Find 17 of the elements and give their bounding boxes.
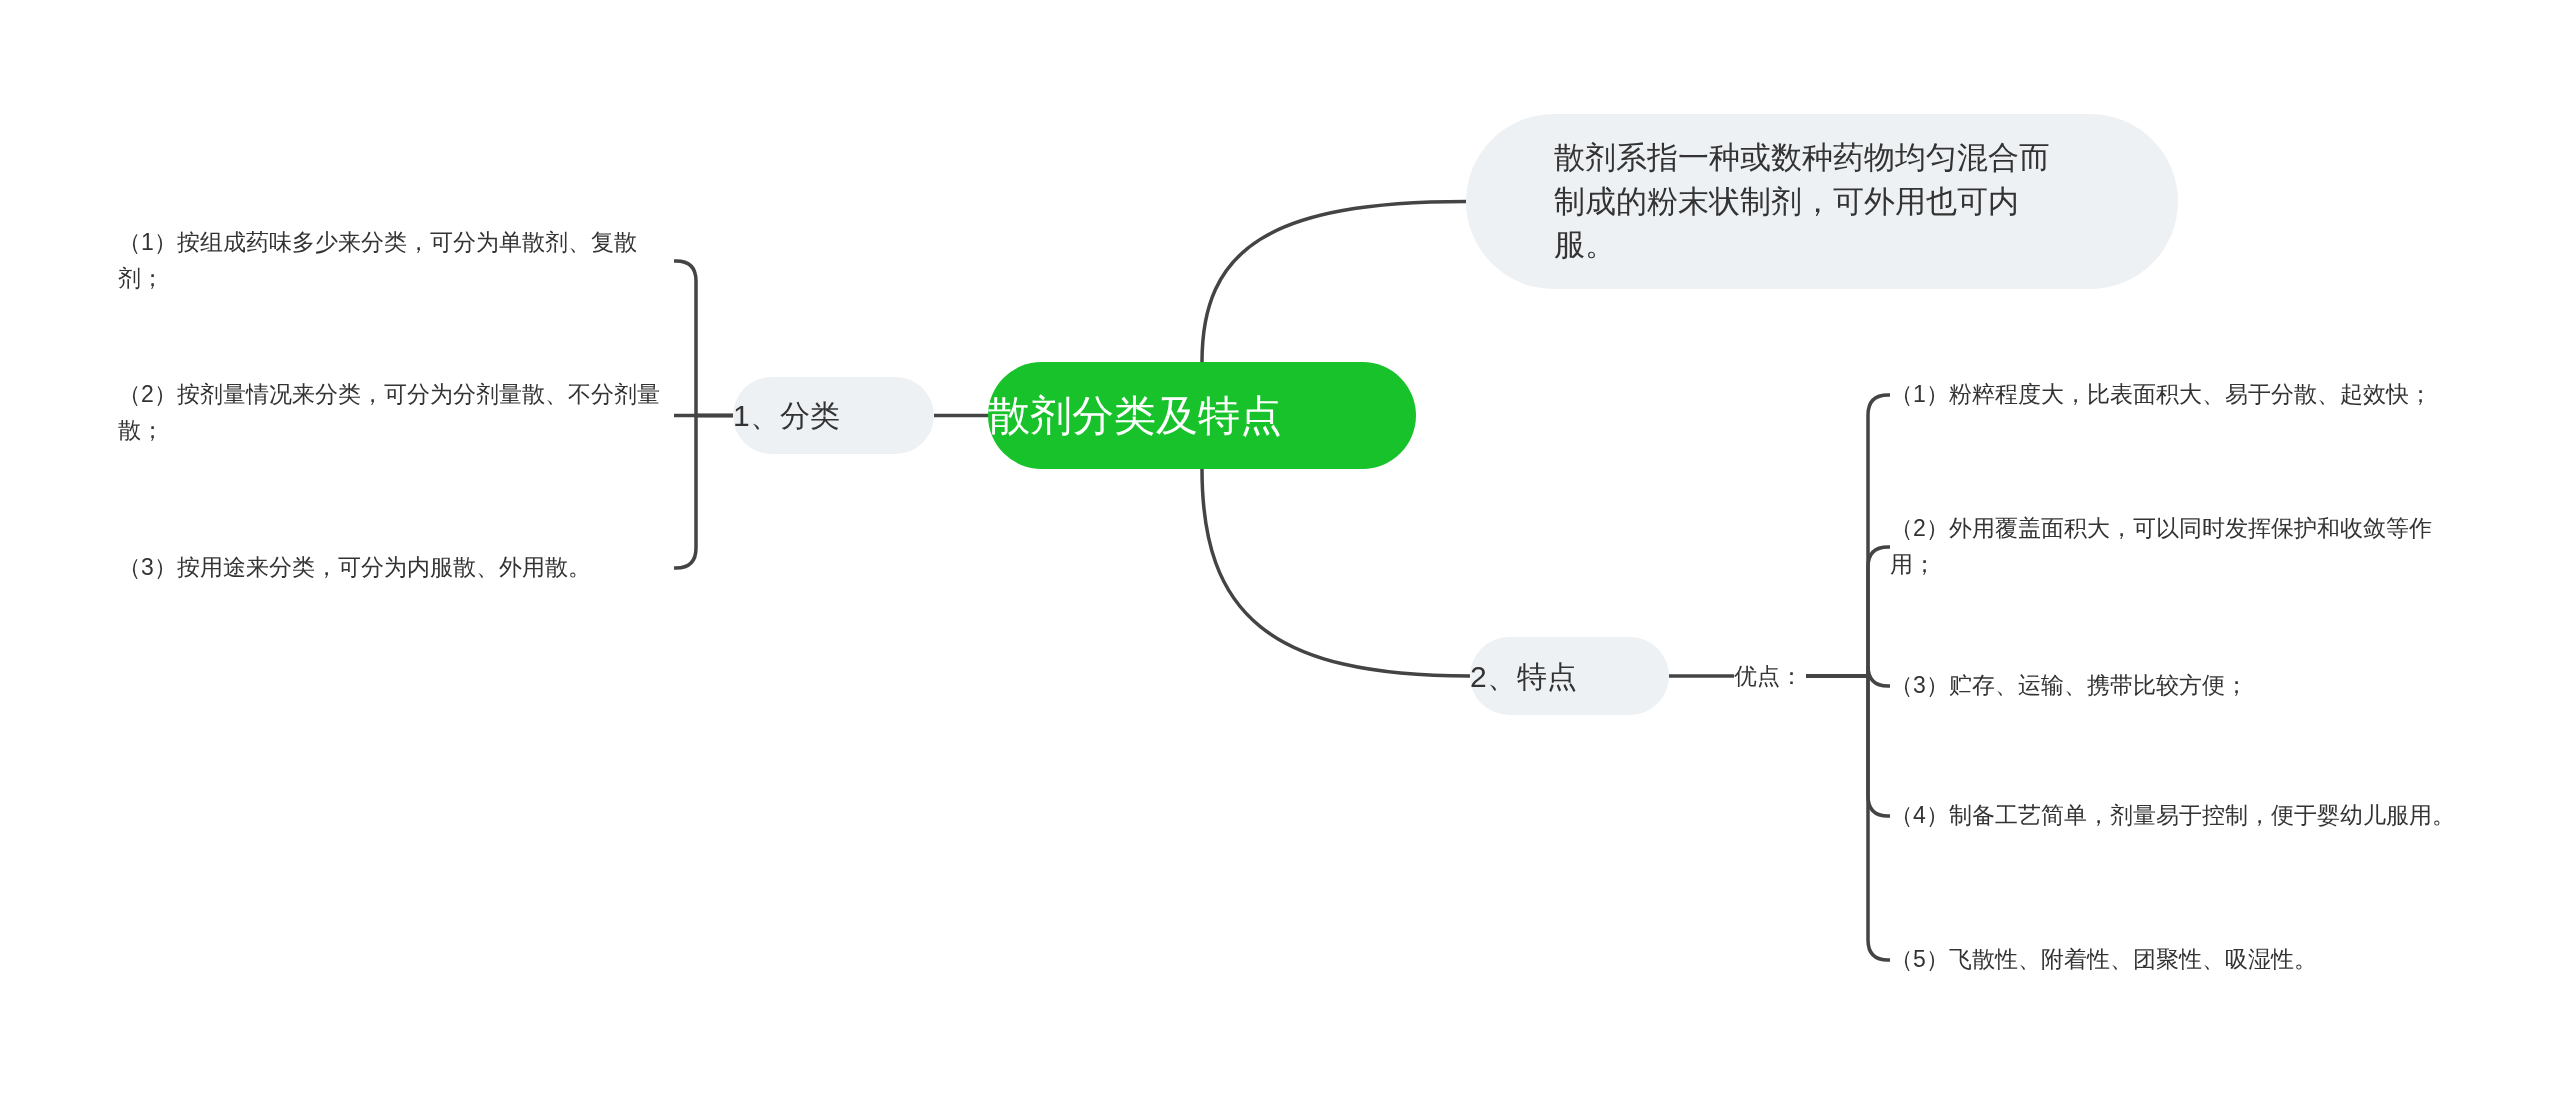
leaf-text: （5）飞散性、附着性、团聚性、吸湿性。 bbox=[1890, 920, 2460, 1000]
connector bbox=[934, 413, 988, 418]
leaf-text: （3）按用途来分类，可分为内服散、外用散。 bbox=[118, 528, 674, 608]
leaf-text: （1）按组成药味多少来分类，可分为单散剂、复散剂； bbox=[118, 221, 674, 301]
label-text: 优点： bbox=[1734, 656, 1806, 696]
connector bbox=[1200, 468, 1471, 678]
connector bbox=[1669, 674, 1734, 678]
leaf-text: （2）外用覆盖面积大，可以同时发挥保护和收敛等作用； bbox=[1890, 507, 2460, 587]
topic-bubble: 1、分类 bbox=[733, 377, 934, 454]
central-topic: 散剂分类及特点 bbox=[988, 362, 1416, 469]
leaf-text: （1）粉粹程度大，比表面积大、易于分散、起效快； bbox=[1890, 355, 2460, 435]
connector bbox=[1200, 199, 1467, 363]
leaf-text: （4）制备工艺简单，剂量易于控制，便于婴幼儿服用。 bbox=[1890, 776, 2460, 856]
leaf-text: （2）按剂量情况来分类，可分为分剂量散、不分剂量散； bbox=[118, 373, 674, 453]
topic-bubble: 散剂系指一种或数种药物均匀混合而制成的粉末状制剂，可外用也可内服。 bbox=[1466, 114, 2178, 289]
topic-bubble: 2、特点 bbox=[1470, 637, 1669, 715]
leaf-text: （3）贮存、运输、携带比较方便； bbox=[1890, 646, 2460, 726]
